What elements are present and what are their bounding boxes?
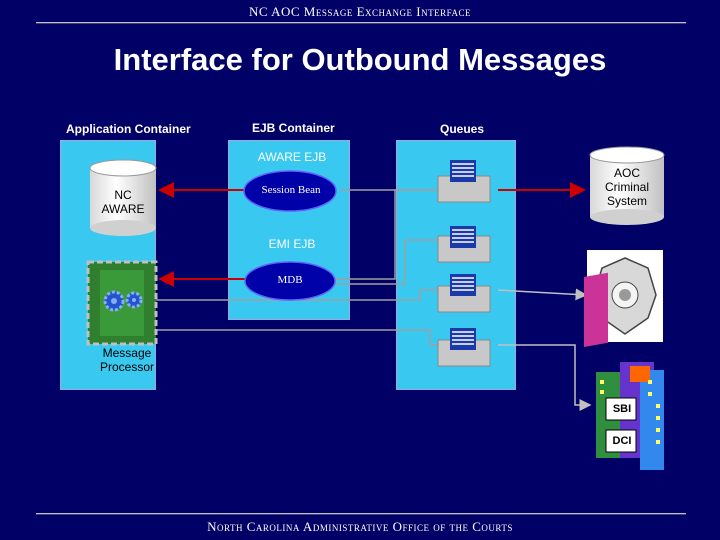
- message-processor-gears-icon: [86, 260, 158, 346]
- aoc-label-line1: AOC: [613, 166, 640, 180]
- mdb-oval: [244, 261, 336, 301]
- aoc-label-line3: System: [606, 194, 647, 208]
- nc-aware-database-icon: [89, 159, 157, 236]
- queue-icon-3: [437, 274, 491, 313]
- arrow-queue3-to-badge: [497, 288, 588, 301]
- column-label-application: Application Container: [66, 122, 191, 136]
- aware-ejb-label: AWARE EJB: [257, 150, 327, 164]
- mdb-label: MDB: [277, 274, 303, 286]
- column-label-ejb: EJB Container: [252, 121, 335, 135]
- nc-aware-label-line1: NC: [114, 188, 132, 202]
- dci-label: DCI: [612, 435, 632, 447]
- line-mdb-route-2: [333, 239, 440, 285]
- queue-icon-2: [437, 226, 491, 263]
- column-label-queues: Queues: [440, 122, 485, 136]
- aoc-criminal-system-label: AOC Criminal System: [592, 166, 662, 208]
- footer-divider: [36, 513, 686, 515]
- sbi-label: SBI: [612, 403, 632, 415]
- aoc-database-icon: [589, 146, 665, 225]
- session-bean-label: Session Bean: [261, 184, 321, 196]
- message-processor-label-line1: Message: [102, 346, 152, 360]
- line-mdb-route-1: [330, 189, 440, 280]
- line-processor-queue4: [155, 329, 440, 346]
- footer-text: North Carolina Administrative Office of …: [207, 519, 513, 534]
- message-processor-label-line2: Processor: [99, 360, 155, 374]
- queue-icon-1: [437, 160, 491, 203]
- header-divider: [36, 22, 686, 24]
- arrow-queue4-to-sbi: [498, 344, 592, 411]
- page-title: Interface for Outbound Messages: [113, 42, 607, 77]
- queue-icon-4: [437, 328, 491, 367]
- emi-ejb-label: EMI EJB: [268, 237, 316, 251]
- nc-aware-label-line2: AWARE: [101, 202, 145, 216]
- header-title: NC AOC Message Exchange Interface: [249, 4, 471, 19]
- session-bean-oval: [243, 170, 337, 212]
- buildings-icon: [584, 272, 664, 470]
- message-processor-label: Message Processor: [82, 346, 172, 374]
- aoc-label-line2: Criminal: [604, 180, 649, 194]
- nc-aware-label: NC AWARE: [93, 188, 153, 216]
